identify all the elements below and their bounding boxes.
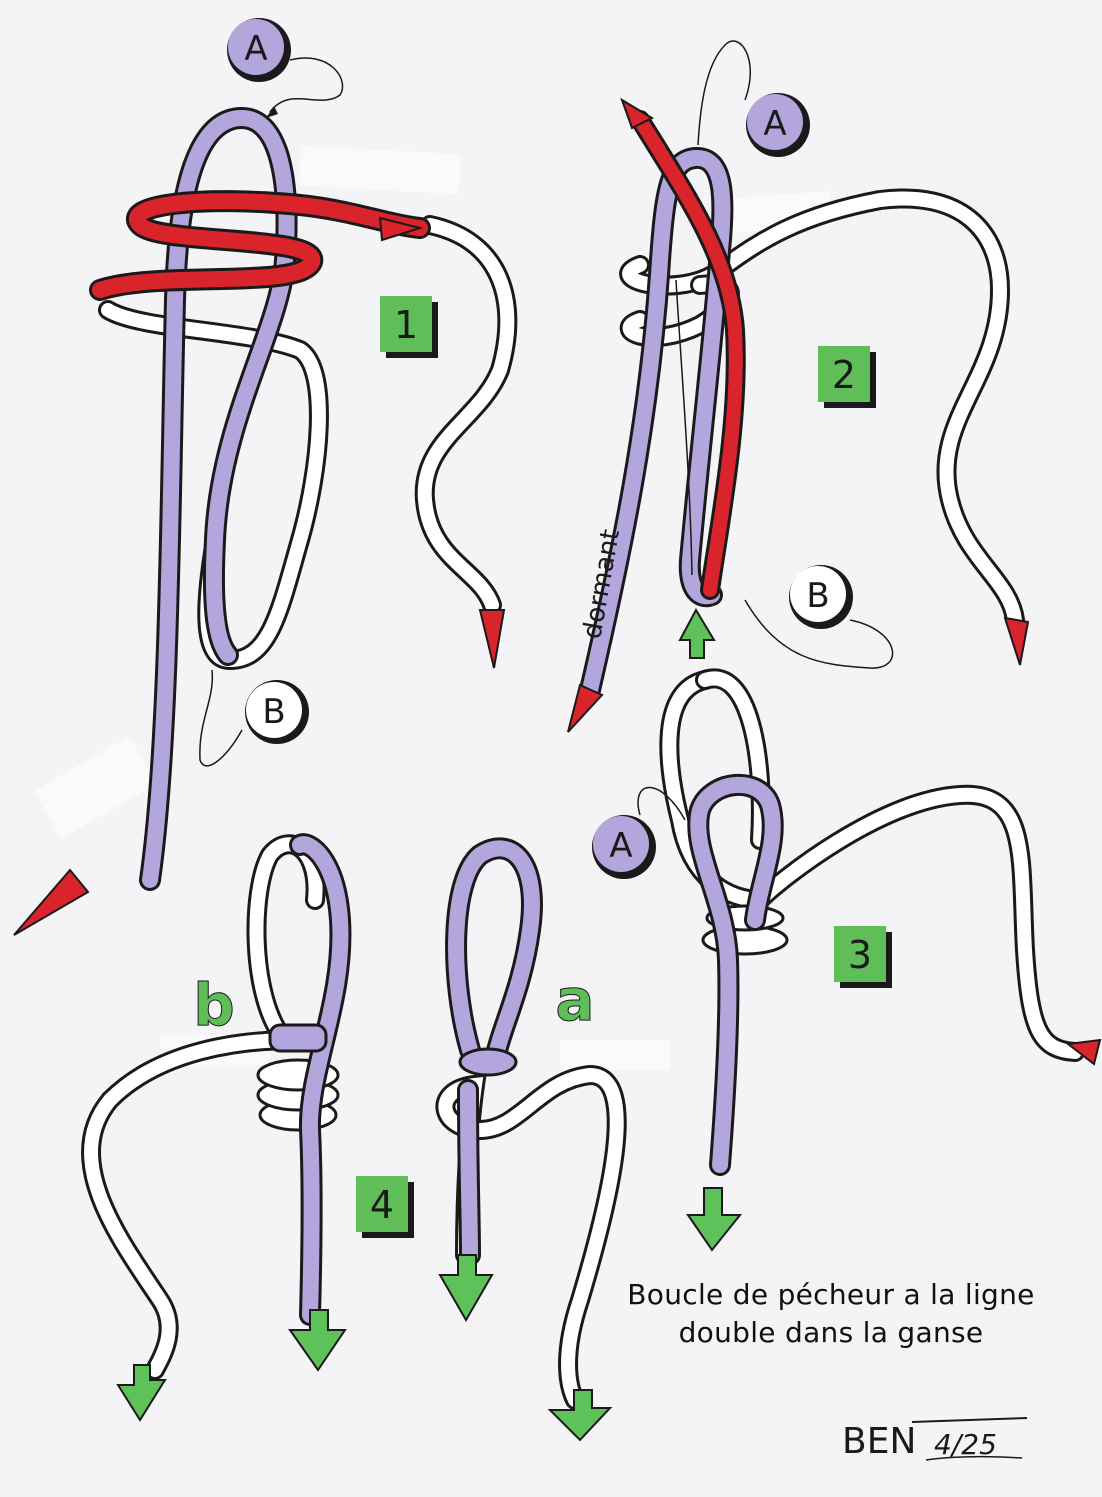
step1-point-a-badge: A <box>227 18 343 118</box>
step1-white-end-arrow <box>480 610 504 668</box>
step-2-number: 2 <box>818 346 876 408</box>
step4a-white-rope <box>445 1075 616 1400</box>
variant-a-label: a <box>555 966 594 1034</box>
svg-text:A: A <box>763 104 786 144</box>
svg-text:BEN: BEN <box>842 1421 916 1462</box>
step2-point-a-badge: A <box>698 41 810 157</box>
step2-point-b-badge: B <box>745 565 893 668</box>
svg-text:A: A <box>609 826 632 866</box>
svg-text:3: 3 <box>848 933 872 977</box>
step-1-number: 1 <box>380 296 438 358</box>
step-2-diagram: dormant A B 2 <box>568 41 1028 732</box>
step-4b-diagram: b 4 <box>91 844 414 1420</box>
caption-line-1: Boucle de pécheur a la ligne <box>560 1278 1102 1311</box>
step2-purple-end-arrow <box>568 685 602 732</box>
svg-text:1: 1 <box>394 303 418 347</box>
step1-red-wraps <box>100 201 420 290</box>
svg-text:4: 4 <box>370 1183 394 1227</box>
svg-text:a: a <box>555 966 594 1034</box>
svg-text:2: 2 <box>832 353 856 397</box>
step-4a-diagram: a <box>440 848 617 1440</box>
step3-point-a-badge: A <box>592 788 685 880</box>
svg-text:B: B <box>262 692 285 732</box>
step4a-purple-rope <box>456 848 532 1075</box>
step4b-purple-end-arrow <box>290 1310 345 1370</box>
author-signature: BEN 4/25 <box>842 1408 1042 1478</box>
step-4-number: 4 <box>356 1176 414 1238</box>
step4a-purple-end-arrow <box>440 1255 492 1320</box>
step1-point-b-badge: B <box>200 670 309 766</box>
step-3-diagram: A 3 <box>592 678 1100 1250</box>
step3-green-down-arrow <box>688 1188 740 1250</box>
caption-line-2: double dans la ganse <box>560 1316 1102 1349</box>
variant-b-label: b <box>193 971 235 1039</box>
step2-white-end-arrow <box>1005 618 1028 665</box>
step3-purple-rope <box>698 785 773 1165</box>
svg-text:b: b <box>193 971 235 1039</box>
step4a-white-end-arrow <box>550 1390 610 1440</box>
step-3-number: 3 <box>834 926 892 988</box>
step1-purple-end-arrow <box>14 870 88 935</box>
svg-text:B: B <box>806 576 829 616</box>
step2-green-up-arrow <box>680 610 714 658</box>
svg-text:A: A <box>244 29 267 69</box>
